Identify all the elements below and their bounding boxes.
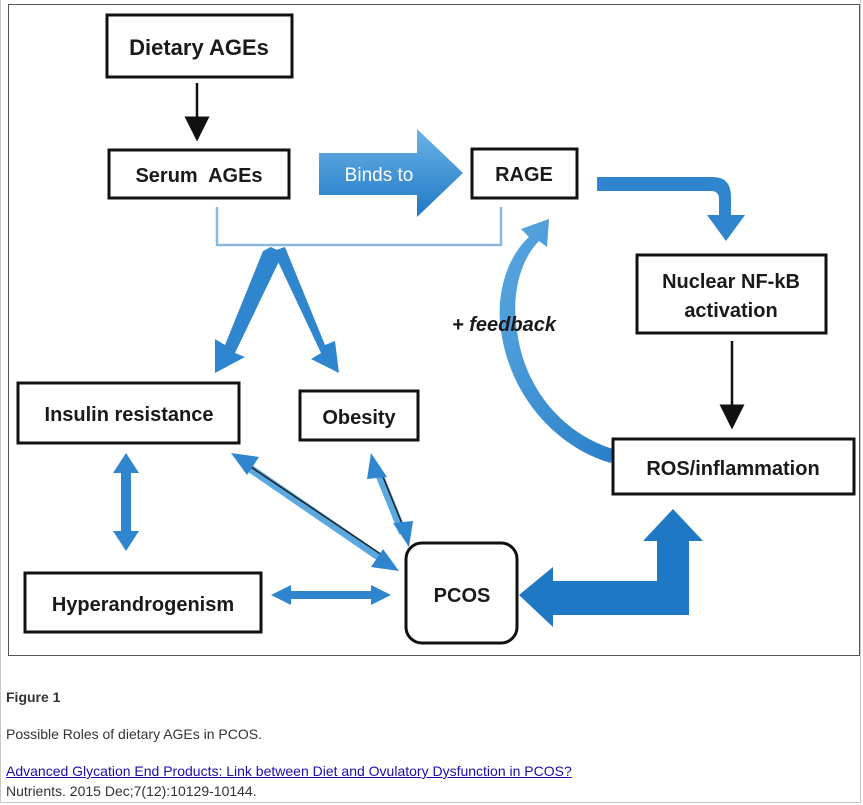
bracket-to-obesity-arrow	[273, 247, 339, 373]
rage-label: RAGE	[495, 164, 553, 186]
article-link[interactable]: Advanced Glycation End Products: Link be…	[6, 763, 572, 779]
citation-source: Nutrients. 2015 Dec;7(12):10129-10144.	[6, 783, 257, 799]
rage-box	[470, 147, 579, 200]
pcos-box	[404, 541, 519, 645]
pathway-diagram: Dietary AGEs Serum AGEs Binds to RAGE Nu…	[16, 13, 856, 645]
feedback-arrow	[499, 219, 613, 463]
obesity-pcos-arrow	[367, 453, 413, 547]
serum-ages-box	[107, 148, 291, 200]
binds-to-arrow	[319, 129, 463, 217]
dietary-ages-label: Dietary AGEs	[129, 35, 269, 60]
nuclear-nfkb-line2: activation	[684, 300, 777, 322]
insulin-hyperandrogenism-arrow	[113, 453, 139, 551]
hyperandrogenism-label: Hyperandrogenism	[52, 594, 234, 616]
feedback-label: + feedback	[452, 314, 557, 336]
nuclear-nfkb-line1: Nuclear NF-kB	[662, 271, 800, 293]
figure-frame: Dietary AGEs Serum AGEs Binds to RAGE Nu…	[8, 4, 860, 656]
figure-caption: Possible Roles of dietary AGEs in PCOS.	[6, 726, 262, 742]
hyperandrogenism-box	[23, 571, 263, 634]
ros-inflammation-box	[611, 437, 856, 496]
insulin-pcos-arrow	[231, 453, 399, 571]
insulin-resistance-box	[16, 381, 241, 445]
serum-ages-label: Serum AGEs	[135, 165, 262, 187]
insulin-resistance-label: Insulin resistance	[45, 404, 214, 426]
figure-title: Figure 1	[6, 689, 61, 705]
dietary-ages-box	[105, 13, 294, 79]
nuclear-nfkb-box	[635, 253, 828, 335]
bracket-to-insulin-arrow	[215, 247, 283, 373]
hyperandrogenism-pcos-arrow	[271, 585, 391, 605]
pcos-label: PCOS	[434, 585, 491, 607]
ros-inflammation-label: ROS/inflammation	[646, 458, 819, 480]
obesity-label: Obesity	[322, 407, 396, 429]
rage-to-nuclear-arrow	[597, 177, 745, 241]
obesity-box	[298, 389, 420, 442]
ros-pcos-arrow	[519, 509, 703, 627]
binds-to-label: Binds to	[345, 165, 414, 186]
serum-rage-bracket	[215, 207, 503, 247]
